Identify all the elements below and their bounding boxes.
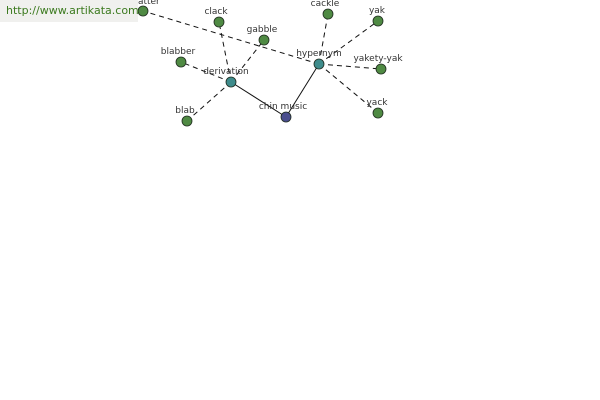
node-label-blabber: blabber xyxy=(161,47,196,57)
node-label-cackle: cackle xyxy=(311,0,340,9)
node-root[interactable] xyxy=(280,111,292,123)
node-label-natter: natter xyxy=(132,0,160,7)
node-natter[interactable] xyxy=(137,5,149,17)
node-hypernym[interactable] xyxy=(313,58,325,70)
node-yak[interactable] xyxy=(372,15,384,27)
edge-hypernym-yak xyxy=(318,20,379,65)
node-gabble[interactable] xyxy=(258,34,270,46)
edge-derivation-clack xyxy=(218,21,232,83)
node-label-yack: yack xyxy=(366,98,388,108)
edge-derivation-blab xyxy=(186,81,232,122)
edge-root-hypernym xyxy=(285,63,320,118)
edge-root-derivation xyxy=(230,81,287,118)
edge-hypernym-yakety-yak xyxy=(318,63,382,70)
node-label-root: chin music xyxy=(259,102,307,112)
node-blab[interactable] xyxy=(181,115,193,127)
node-label-yakety-yak: yakety-yak xyxy=(353,54,403,64)
node-label-gabble: gabble xyxy=(247,25,278,35)
node-label-hypernym: hypernym xyxy=(296,49,342,59)
site-watermark: http://www.artikata.com xyxy=(0,0,138,22)
node-yack[interactable] xyxy=(372,107,384,119)
edge-hypernym-natter xyxy=(142,10,320,65)
node-label-clack: clack xyxy=(204,7,228,17)
edge-hypernym-yack xyxy=(318,63,379,114)
edges-layer xyxy=(142,10,382,122)
node-yakety-yak[interactable] xyxy=(375,63,387,75)
node-derivation[interactable] xyxy=(225,76,237,88)
node-label-derivation: derivation xyxy=(203,67,249,77)
node-clack[interactable] xyxy=(213,16,225,28)
nodes-layer xyxy=(137,5,387,127)
labels-layer: chin music derivation hypernym natter clack g… xyxy=(132,0,403,116)
node-cackle[interactable] xyxy=(322,8,334,20)
node-blabber[interactable] xyxy=(175,56,187,68)
node-label-blab: blab xyxy=(175,106,195,116)
node-label-yak: yak xyxy=(369,6,386,16)
